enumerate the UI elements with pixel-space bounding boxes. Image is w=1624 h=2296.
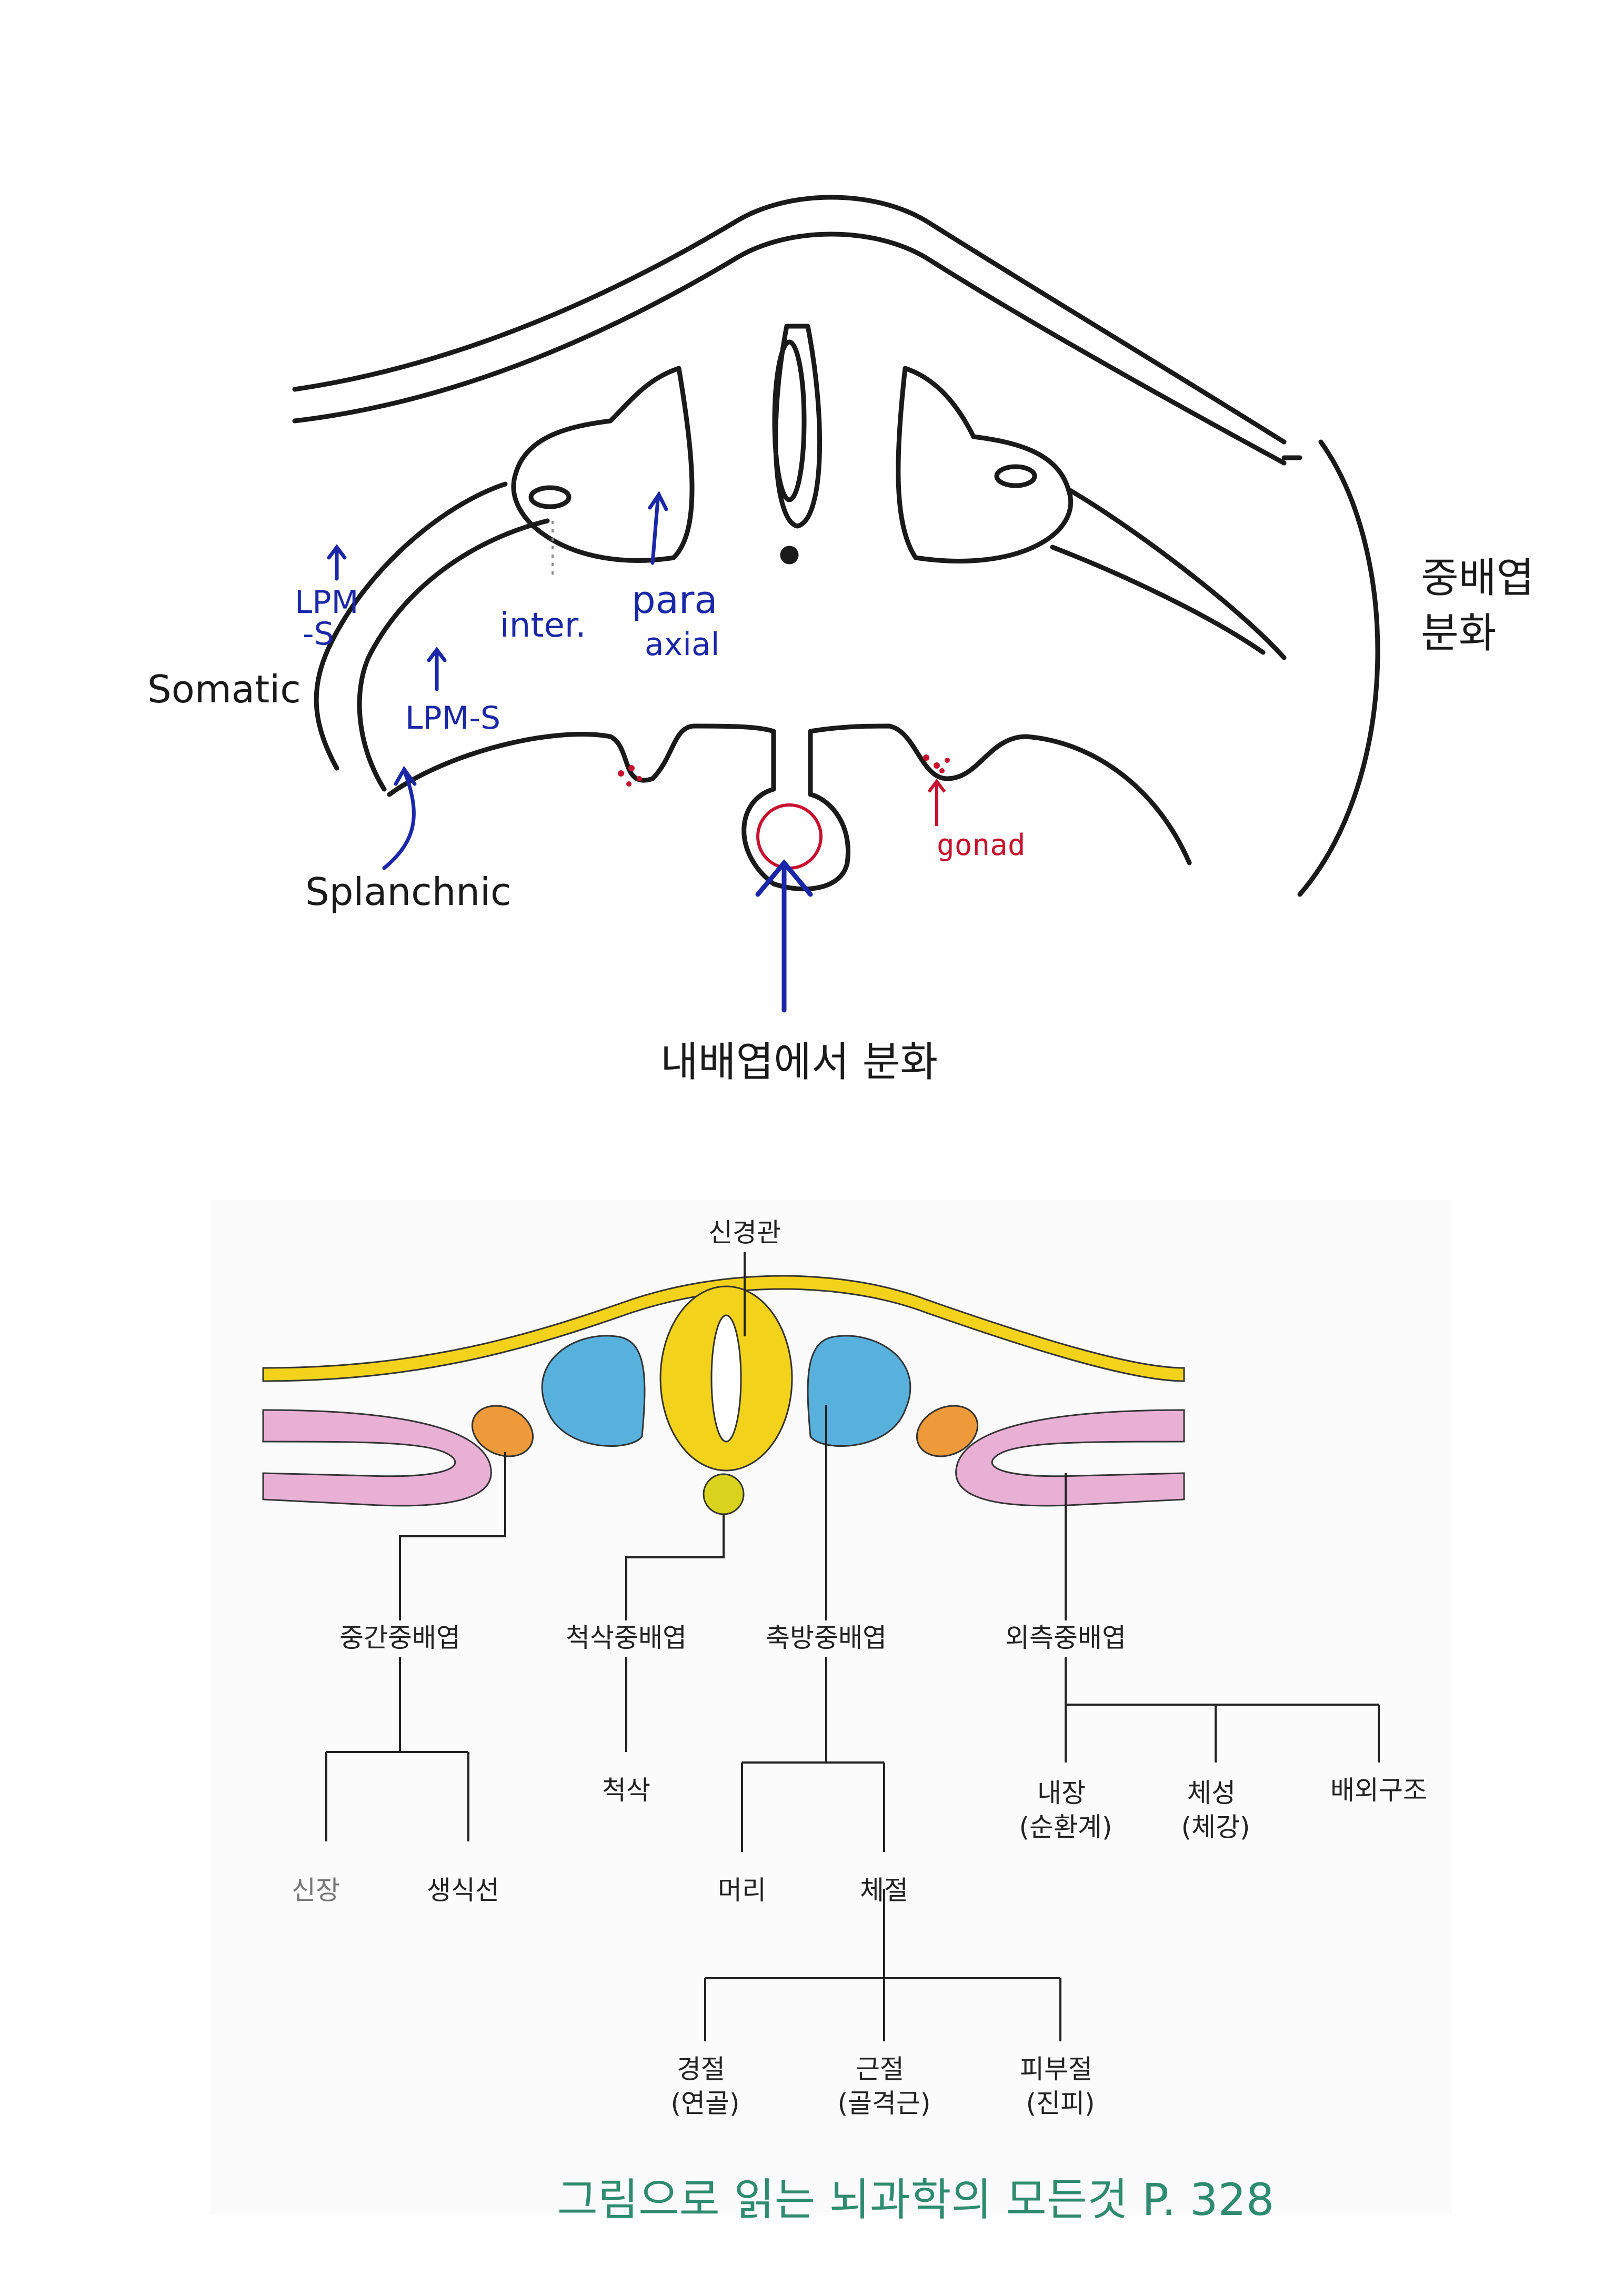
lpm-s-arrow-2 bbox=[427, 647, 447, 691]
ectoderm-outer-line bbox=[292, 195, 1287, 445]
label-head: 머리 bbox=[718, 1875, 766, 1906]
gonad-dots bbox=[618, 754, 950, 787]
gonad-arrow bbox=[927, 779, 946, 826]
ectoderm-inner-line bbox=[292, 231, 1287, 466]
label-splanchnic: Splanchnic bbox=[305, 870, 512, 914]
neural-tube-canal bbox=[710, 1314, 742, 1443]
label-extraembryonic: 배외구조 bbox=[1330, 1775, 1427, 1806]
splanchnic-arrow bbox=[382, 766, 417, 870]
ectoderm-band bbox=[262, 1275, 1185, 1382]
label-viscera: 내장 (순환계) bbox=[1019, 1778, 1112, 1842]
right-lateral-plate-inner bbox=[1050, 545, 1266, 655]
label-notochord-mesoderm: 척삭중배엽 bbox=[566, 1623, 687, 1653]
label-notochord: 척삭 bbox=[602, 1775, 650, 1806]
right-lateral-fold bbox=[955, 1409, 1185, 1507]
embryo-sketch: LPM -S LPM-S inter. para axial gonad Som… bbox=[147, 195, 1547, 1086]
left-lateral-fold bbox=[262, 1409, 492, 1507]
notochord-leader bbox=[625, 1514, 725, 1620]
left-lateral-plate-outer bbox=[314, 481, 508, 771]
label-gonad: gonad bbox=[937, 828, 1026, 862]
label-endoderm-note: 내배엽에서 분화 bbox=[660, 1039, 938, 1086]
label-body-wall: 체성 (체강) bbox=[1181, 1778, 1250, 1842]
left-somite bbox=[511, 366, 695, 563]
label-sclerotome: 경절 (연골) bbox=[670, 2054, 739, 2119]
lateral-branch bbox=[1065, 1657, 1380, 1763]
notochord-circle bbox=[703, 1473, 745, 1515]
label-myotome: 근절 (골격근) bbox=[837, 2054, 930, 2119]
label-intermediate-mesoderm: 중간중배엽 bbox=[339, 1623, 460, 1653]
somite-branch bbox=[704, 1889, 1061, 2041]
intermediate-leader bbox=[399, 1452, 506, 1620]
textbook-figure: 신경관 중간중배엽 척삭중배엽 축방중배엽 외측중배엽 신장 생식선 척삭 머리… bbox=[210, 1200, 1452, 2225]
paraxial-arrow bbox=[648, 491, 668, 565]
gut-circle bbox=[756, 803, 823, 870]
label-lateral-mesoderm: 외측중배엽 bbox=[1005, 1623, 1126, 1653]
label-neural-tube: 신경관 bbox=[708, 1217, 781, 1248]
lpm-s-arrow-1 bbox=[327, 544, 347, 581]
left-lateral-plate-inner bbox=[357, 518, 550, 792]
left-intermediate-mesoderm bbox=[471, 1405, 534, 1457]
endoderm-line bbox=[387, 723, 1192, 892]
mesoderm-bracket bbox=[1297, 439, 1380, 897]
label-inter: inter. bbox=[500, 606, 586, 645]
label-mesoderm-note: 중배엽 분화 bbox=[1421, 555, 1547, 657]
right-intermediate-mesoderm bbox=[916, 1405, 979, 1457]
label-lpm-s-2: LPM-S bbox=[405, 700, 500, 737]
left-somite-blue bbox=[541, 1335, 646, 1447]
label-dermatome: 피부절 (진피) bbox=[1020, 2054, 1101, 2119]
label-lpm-s-1: LPM -S bbox=[295, 584, 368, 652]
label-kidney: 신장 bbox=[292, 1875, 340, 1906]
neural-tube-lumen bbox=[772, 339, 807, 502]
endoderm-arrow bbox=[755, 859, 813, 1013]
notochord-dot bbox=[780, 546, 799, 565]
right-somite-cavity bbox=[994, 464, 1037, 488]
paraxial-branch bbox=[741, 1657, 885, 1852]
right-lateral-plate-outer bbox=[1066, 487, 1287, 660]
right-somite-blue bbox=[807, 1335, 911, 1447]
right-somite bbox=[896, 366, 1074, 563]
left-somite-cavity bbox=[528, 485, 572, 509]
figure-caption: 그림으로 읽는 뇌과학의 모든것 P. 328 bbox=[557, 2174, 1275, 2225]
intermediate-branch bbox=[325, 1657, 469, 1841]
label-somatic: Somatic bbox=[147, 667, 301, 711]
label-paraxial-mesoderm: 축방중배엽 bbox=[766, 1623, 887, 1653]
label-somite: 체절 bbox=[860, 1875, 908, 1906]
label-para-axial: para axial bbox=[631, 578, 729, 663]
label-gonad-textbook: 생식선 bbox=[427, 1875, 499, 1906]
